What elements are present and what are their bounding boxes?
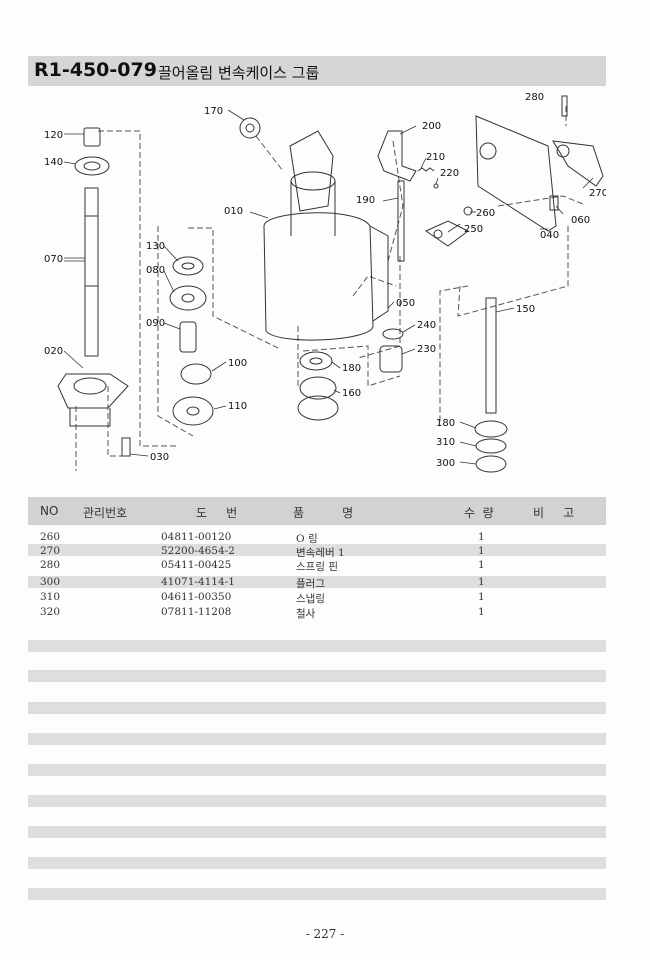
row-quantity: 1 bbox=[478, 606, 485, 618]
row-part-name: 플러그 bbox=[296, 578, 325, 590]
row-part-number: 04811-00120 bbox=[161, 531, 232, 543]
callout-label: 190 bbox=[356, 195, 375, 206]
callout-label: 280 bbox=[525, 92, 544, 103]
callout-label: 080 bbox=[146, 265, 165, 276]
row-part-name: O 링 bbox=[296, 533, 318, 545]
row-stripe bbox=[28, 544, 606, 556]
callout-label: 090 bbox=[146, 318, 165, 329]
callout-label: 170 bbox=[204, 106, 223, 117]
row-part-name: 스냅링 bbox=[296, 593, 325, 605]
header-part-name: 품 명 bbox=[293, 506, 354, 520]
callout-label: 260 bbox=[476, 208, 495, 219]
callout-label: 110 bbox=[228, 401, 247, 412]
callout-labels: 280 120 170 200 140 210 220 270 010 190 … bbox=[44, 92, 606, 469]
row-no: 270 bbox=[40, 545, 61, 557]
table-row: 280 05411-00425 스프링 핀 1 bbox=[28, 559, 606, 573]
callout-label: 300 bbox=[436, 458, 455, 469]
row-quantity: 1 bbox=[478, 545, 485, 557]
callout-label: 100 bbox=[228, 358, 247, 369]
row-no: 300 bbox=[40, 576, 61, 588]
header-part-number: 도 번 bbox=[196, 506, 238, 520]
row-quantity: 1 bbox=[478, 531, 485, 543]
callout-label: 020 bbox=[44, 346, 63, 357]
callout-label: 040 bbox=[540, 230, 559, 241]
exploded-parts-diagram: 280 120 170 200 140 210 220 270 010 190 … bbox=[44, 92, 606, 473]
callout-label: 160 bbox=[342, 388, 361, 399]
callout-label: 180 bbox=[342, 363, 361, 374]
table-row: 260 04811-00120 O 링 1 bbox=[28, 531, 606, 545]
row-part-number: 07811-11208 bbox=[161, 606, 232, 618]
callout-label: 130 bbox=[146, 241, 165, 252]
row-stripe bbox=[28, 888, 606, 900]
callout-label: 030 bbox=[150, 452, 169, 463]
callout-label: 060 bbox=[571, 215, 590, 226]
row-stripe bbox=[28, 795, 606, 807]
callout-label: 180 bbox=[436, 418, 455, 429]
callout-label: 150 bbox=[516, 304, 535, 315]
header-remarks: 비 고 bbox=[533, 506, 575, 520]
group-name: 끌어올림 변속케이스 그룹 bbox=[158, 64, 320, 82]
page-number: - 227 - bbox=[305, 927, 345, 941]
header-management-no: 관리번호 bbox=[83, 506, 128, 520]
callout-label: 070 bbox=[44, 254, 63, 265]
callout-label: 310 bbox=[436, 437, 455, 448]
table-row: 320 07811-11208 철사 1 bbox=[28, 606, 606, 620]
parts-table-header: NO 관리번호 도 번 품 명 수 량 비 고 bbox=[28, 497, 606, 525]
callout-label: 220 bbox=[440, 168, 459, 179]
row-stripe bbox=[28, 733, 606, 745]
row-part-name: 스프링 핀 bbox=[296, 561, 338, 573]
row-quantity: 1 bbox=[478, 591, 485, 603]
row-stripe bbox=[28, 857, 606, 869]
row-stripe bbox=[28, 640, 606, 652]
row-no: 260 bbox=[40, 531, 61, 543]
row-stripe bbox=[28, 670, 606, 682]
table-row: 310 04611-00350 스냅링 1 bbox=[28, 591, 606, 605]
callout-label: 050 bbox=[396, 298, 415, 309]
callout-label: 250 bbox=[464, 224, 483, 235]
callout-label: 010 bbox=[224, 206, 243, 217]
callout-label: 140 bbox=[44, 157, 63, 168]
row-no: 310 bbox=[40, 591, 61, 603]
row-no: 280 bbox=[40, 559, 61, 571]
row-part-number: 41071-4114-1 bbox=[161, 576, 235, 588]
row-stripe bbox=[28, 826, 606, 838]
callout-label: 210 bbox=[426, 152, 445, 163]
row-part-number: 04611-00350 bbox=[161, 591, 232, 603]
row-stripe bbox=[28, 764, 606, 776]
callout-label: 270 bbox=[589, 188, 606, 199]
row-quantity: 1 bbox=[478, 576, 485, 588]
callout-label: 120 bbox=[44, 130, 63, 141]
table-row: 300 41071-4114-1 플러그 1 bbox=[28, 576, 606, 590]
callout-label: 200 bbox=[422, 121, 441, 132]
group-code: R1-450-079 bbox=[34, 59, 157, 81]
callout-label: 240 bbox=[417, 320, 436, 331]
row-stripe bbox=[28, 702, 606, 714]
row-no: 320 bbox=[40, 606, 61, 618]
header-no: NO bbox=[40, 504, 59, 518]
row-part-name: 철사 bbox=[296, 608, 316, 620]
row-stripe bbox=[28, 576, 606, 588]
row-part-number: 05411-00425 bbox=[161, 559, 232, 571]
row-part-number: 52200-4654-2 bbox=[161, 545, 235, 557]
header-quantity: 수 량 bbox=[464, 506, 494, 520]
table-row: 270 52200-4654-2 변속레버 1 1 bbox=[28, 545, 606, 559]
title-bar: R1-450-079 끌어올림 변속케이스 그룹 bbox=[28, 56, 606, 86]
row-quantity: 1 bbox=[478, 559, 485, 571]
callout-label: 230 bbox=[417, 344, 436, 355]
row-part-name: 변속레버 1 bbox=[296, 547, 345, 559]
